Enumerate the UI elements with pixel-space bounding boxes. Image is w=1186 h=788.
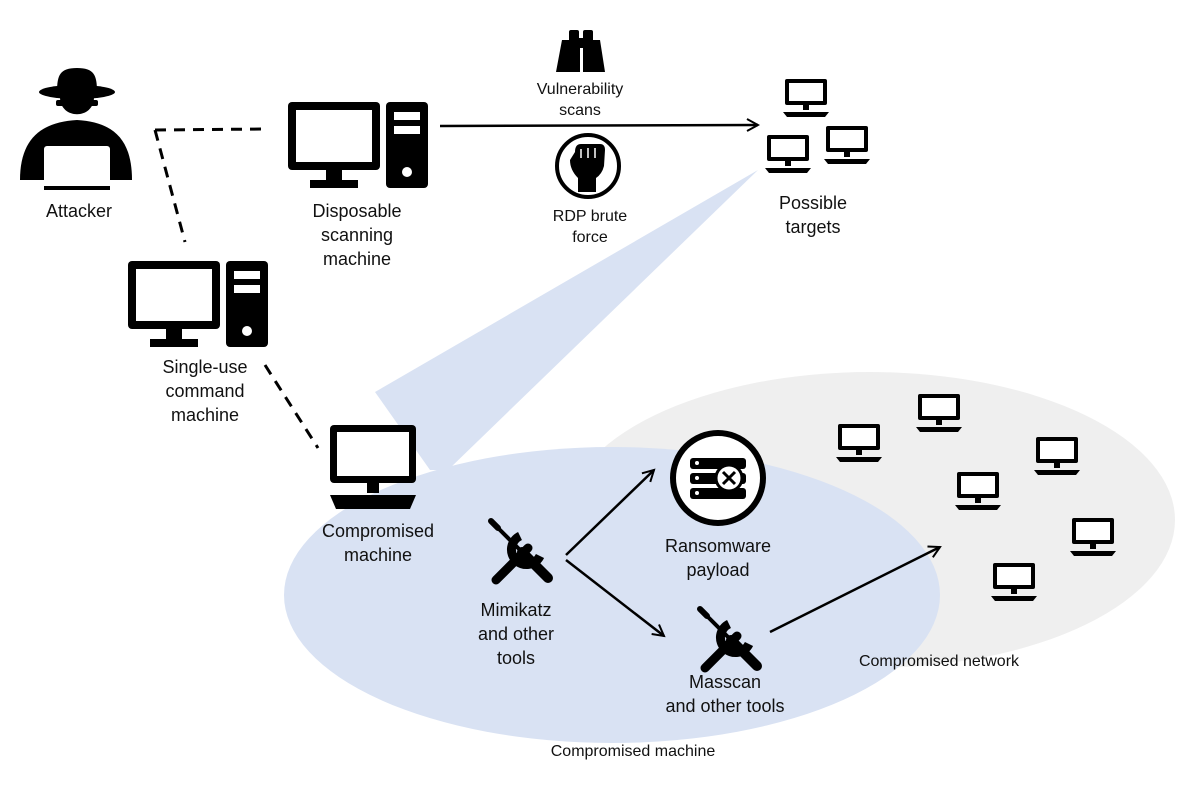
ransomware-label: Ransomware payload [664, 536, 772, 580]
arrow-mimikatz-to-masscan [565, 559, 664, 636]
scanning-machine-label: Disposable scanning machine [312, 201, 402, 269]
command-machine-label: Single-use command machine [162, 357, 248, 425]
arrow-masscan-to-network [769, 547, 940, 634]
masscan-label: Masscan and other tools [665, 672, 785, 716]
dashed-link-attacker-command [153, 129, 187, 243]
arrow-scanning-to-targets [439, 125, 758, 126]
binoculars-icon [556, 30, 605, 72]
compromised-network-region-label: Compromised network [858, 653, 1020, 670]
command-machine-icon [128, 261, 268, 347]
dashed-link-attacker-scanning [154, 127, 266, 132]
rdp-brute-force-label: RDP brute force [552, 208, 628, 246]
vulnerability-scans-label: Vulnerability scans [536, 81, 624, 119]
attacker-label: Attacker [45, 201, 113, 221]
hacker-icon [20, 68, 132, 190]
zoom-wedge [375, 170, 758, 470]
dashed-link-command-compromised [263, 364, 320, 449]
mimikatz-label: Mimikatz and other tools [477, 600, 555, 668]
monitor-icon [330, 425, 416, 509]
server-x-icon [670, 430, 766, 526]
possible-targets-label: Possible targets [778, 193, 848, 237]
compromised-machine-region-label: Compromised machine [550, 743, 716, 760]
networked-computers-icon [765, 79, 870, 173]
fist-icon [555, 133, 621, 199]
arrow-mimikatz-to-ransomware [565, 470, 654, 556]
scanning-machine-icon [288, 102, 428, 188]
compromised-machine-node-label: Compromised machine [321, 521, 435, 565]
